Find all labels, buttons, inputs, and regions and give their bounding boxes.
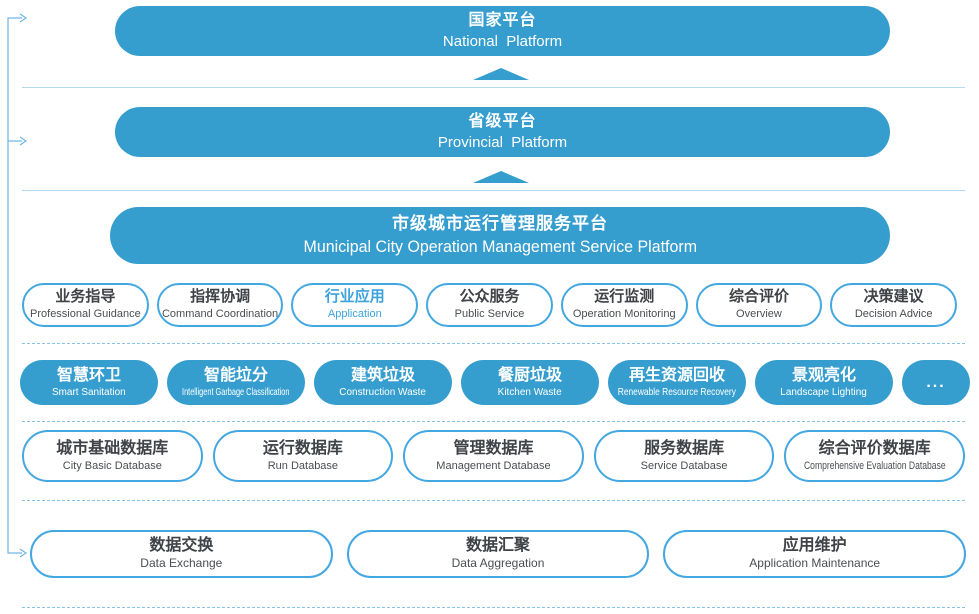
pill-label-en: Public Service: [454, 308, 525, 321]
pill-label-en: City Basic Database: [62, 459, 162, 472]
pill-label-en: Landscape Lighting: [780, 385, 868, 398]
pill-label-en: Application: [327, 308, 382, 321]
pill-label-zh: 再生资源回收: [628, 366, 725, 384]
pill-label-zh: 景观亮化: [791, 366, 856, 384]
db-pill-run: 运行数据库 Run Database: [212, 430, 394, 482]
pill-label-zh: 运行监测: [594, 288, 655, 306]
pill-label-en: Comprehensive Evaluation Database: [803, 459, 946, 472]
pill-label-zh: 公众服务: [459, 288, 520, 306]
operations-row: 数据交换 Data Exchange 数据汇聚 Data Aggregation…: [30, 530, 967, 578]
function-pill-operation-monitoring: 运行监测 Operation Monitoring: [560, 283, 688, 327]
function-pill-decision-advice: 决策建议 Decision Advice: [830, 283, 958, 327]
app-pill-intelligent-garbage-classification: 智能垃分 Intelligent Garbage Classification: [167, 360, 305, 405]
municipal-platform-box: 市级城市运行管理服务平台 Municipal City Operation Ma…: [110, 207, 890, 264]
pill-label-zh: 综合评价: [728, 288, 789, 306]
db-pill-management: 管理数据库 Management Database: [403, 430, 584, 482]
pill-label-en: Professional Guidance: [30, 308, 141, 321]
app-pill-construction-waste: 建筑垃圾 Construction Waste: [314, 360, 452, 405]
pill-label-zh: 数据交换: [149, 537, 214, 555]
separator-dashed-line: [22, 607, 965, 608]
app-pill-more: ...: [902, 360, 970, 405]
pill-label-en: Command Coordination: [161, 308, 279, 321]
pill-label-en: Smart Sanitation: [52, 385, 126, 398]
ops-pill-application-maintenance: 应用维护 Application Maintenance: [663, 530, 967, 578]
pill-label-zh: 服务数据库: [644, 439, 725, 457]
pill-label-zh: 餐厨垃圾: [497, 366, 562, 384]
pill-label-en: Renewable Resource Recovery: [617, 385, 737, 398]
function-pill-application: 行业应用 Application: [291, 283, 419, 327]
separator-dashed-line: [22, 421, 965, 422]
ops-pill-data-aggregation: 数据汇聚 Data Aggregation: [346, 530, 650, 578]
separator-line: [22, 190, 965, 191]
national-platform-box: 国家平台 National Platform: [115, 6, 890, 56]
pill-label-en: Run Database: [267, 459, 339, 472]
pill-label-en: Kitchen Waste: [498, 385, 562, 398]
pill-label-zh: 指挥协调: [190, 288, 251, 306]
pill-label-en: Management Database: [436, 459, 551, 472]
pill-label-zh: 运行数据库: [262, 439, 343, 457]
function-pill-overview: 综合评价 Overview: [695, 283, 823, 327]
pill-label-zh: 数据汇聚: [466, 537, 531, 555]
function-pill-public-service: 公众服务 Public Service: [426, 283, 553, 327]
pill-label-en: Intelligent Garbage Classification: [182, 385, 290, 398]
municipal-platform-label-zh: 市级城市运行管理服务平台: [392, 213, 608, 233]
up-arrow-icon: [473, 68, 529, 80]
pill-label-en: Service Database: [640, 459, 728, 472]
database-row: 城市基础数据库 City Basic Database 运行数据库 Run Da…: [22, 430, 965, 482]
provincial-platform-label-en: Provincial Platform: [437, 134, 568, 152]
pill-label-zh: 行业应用: [324, 288, 385, 306]
pill-label-zh: 城市基础数据库: [56, 439, 169, 457]
ops-pill-data-exchange: 数据交换 Data Exchange: [30, 530, 333, 578]
function-pill-professional-guidance: 业务指导 Professional Guidance: [22, 283, 149, 327]
pill-label-en: Operation Monitoring: [572, 308, 676, 321]
app-pill-landscape-lighting: 景观亮化 Landscape Lighting: [755, 360, 893, 405]
function-pill-command-coordination: 指挥协调 Command Coordination: [156, 283, 284, 327]
separator-dashed-line: [22, 500, 965, 501]
pill-label-zh: 综合评价数据库: [818, 439, 931, 457]
pill-label-zh: 管理数据库: [453, 439, 534, 457]
pill-label-en: Overview: [736, 308, 782, 321]
separator-dashed-line: [22, 343, 965, 344]
pill-label-en: Application Maintenance: [749, 556, 881, 571]
pill-label-zh: 智能垃分: [203, 366, 268, 384]
separator-line: [22, 87, 965, 88]
pill-label-zh: 决策建议: [863, 288, 924, 306]
db-pill-service: 服务数据库 Service Database: [593, 430, 775, 482]
app-pill-kitchen-waste: 餐厨垃圾 Kitchen Waste: [461, 360, 599, 405]
application-row: 智慧环卫 Smart Sanitation 智能垃分 Intelligent G…: [20, 360, 970, 405]
db-pill-city-basic: 城市基础数据库 City Basic Database: [22, 430, 203, 482]
pill-label-en: Data Aggregation: [451, 556, 545, 571]
pill-label-zh: 业务指导: [55, 288, 116, 306]
pill-label-en: Decision Advice: [854, 308, 933, 321]
pill-label-en: Construction Waste: [339, 385, 427, 398]
municipal-platform-label-en: Municipal City Operation Management Serv…: [303, 236, 697, 256]
ellipsis-label: ...: [926, 373, 946, 391]
db-pill-comprehensive-evaluation: 综合评价数据库 Comprehensive Evaluation Databas…: [784, 430, 965, 482]
app-pill-renewable-resource-recovery: 再生资源回收 Renewable Resource Recovery: [608, 360, 746, 405]
provincial-platform-label-zh: 省级平台: [468, 113, 537, 131]
up-arrow-icon: [473, 171, 529, 183]
national-platform-label-en: National Platform: [442, 33, 563, 51]
app-pill-smart-sanitation: 智慧环卫 Smart Sanitation: [20, 360, 158, 405]
provincial-platform-box: 省级平台 Provincial Platform: [115, 107, 890, 157]
pill-label-zh: 智慧环卫: [56, 366, 121, 384]
national-platform-label-zh: 国家平台: [468, 12, 537, 30]
pill-label-zh: 应用维护: [782, 537, 847, 555]
pill-label-zh: 建筑垃圾: [350, 366, 415, 384]
function-row: 业务指导 Professional Guidance 指挥协调 Command …: [22, 283, 958, 327]
pill-label-en: Data Exchange: [140, 556, 223, 571]
